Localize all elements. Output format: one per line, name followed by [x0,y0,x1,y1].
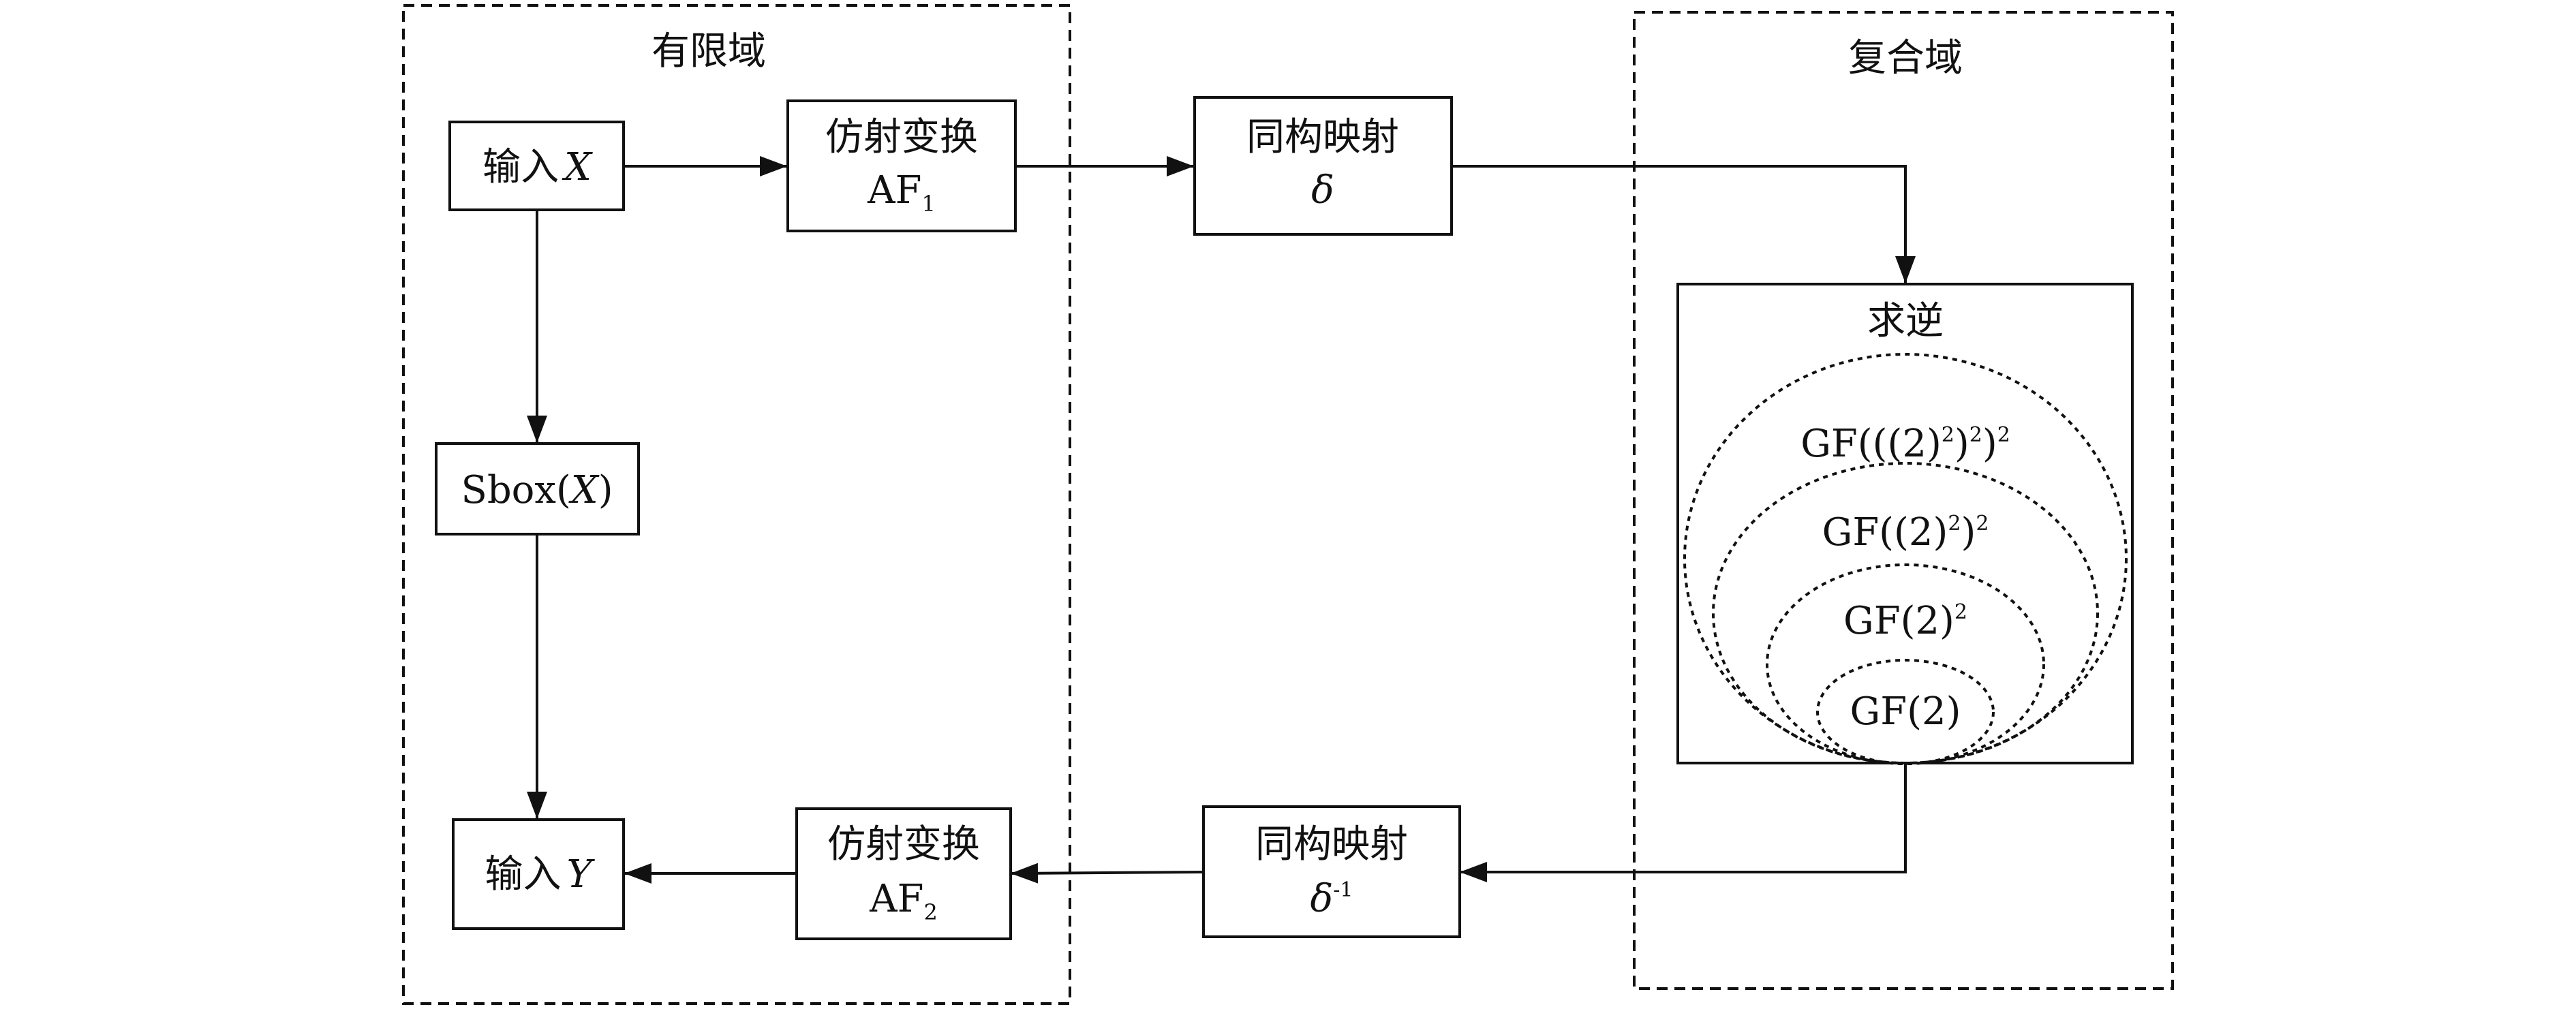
field-ellipse-level2 [1766,563,2045,765]
nested-field-ellipses: GF(((2)2)2)2 GF((2)2)2 GF(2)2 GF(2) [1683,353,2128,765]
field-level1-label: GF(2) [1850,689,1961,734]
arrow-isomap-to-inverse [1452,165,1916,283]
affine-transform-1-symbol: AF1 [867,168,936,217]
field-ellipse-level1 [1816,659,1995,765]
field-level3-label: GF((2)2)2 [1822,510,1989,555]
isomorphic-mapping-symbol: δ [1311,168,1334,213]
affine-transform-2-title: 仿射变换 [827,822,980,867]
sbox-label: Sbox(X) [461,468,613,512]
affine-transform-2-node: 仿射变换 AF2 [795,807,1012,940]
affine-transform-1-title: 仿射变换 [825,115,978,159]
inverse-isomorphic-mapping-symbol: δ-1 [1310,877,1353,921]
field-ellipse-level3 [1712,462,2099,764]
connectors [527,156,1916,884]
arrow-inverse-to-invisomap [1460,764,1907,882]
inversion-node: 求逆 [1676,283,2134,764]
composite-field-label: 复合域 [1848,36,1963,80]
isomorphic-mapping-node: 同构映射 δ [1193,96,1453,236]
finite-field-region: 有限域 [402,4,1071,1005]
arrow-invisomap-to-affine2 [1010,863,1203,884]
field-level4-label: GF(((2)2)2)2 [1800,422,2010,466]
inverse-isomorphic-mapping-node: 同构映射 δ-1 [1202,805,1461,938]
field-level2-label: GF(2)2 [1843,599,1967,643]
composite-field-region: 复合域 [1633,11,2174,990]
affine-transform-2-symbol: AF2 [869,877,938,925]
inverse-isomorphic-mapping-title: 同构映射 [1255,822,1408,867]
finite-field-label: 有限域 [651,29,766,74]
affine-transform-1-node: 仿射变换 AF1 [786,99,1017,232]
inversion-label: 求逆 [1867,299,1944,343]
sbox-node: Sbox(X) [435,442,640,535]
isomorphic-mapping-title: 同构映射 [1246,115,1399,159]
